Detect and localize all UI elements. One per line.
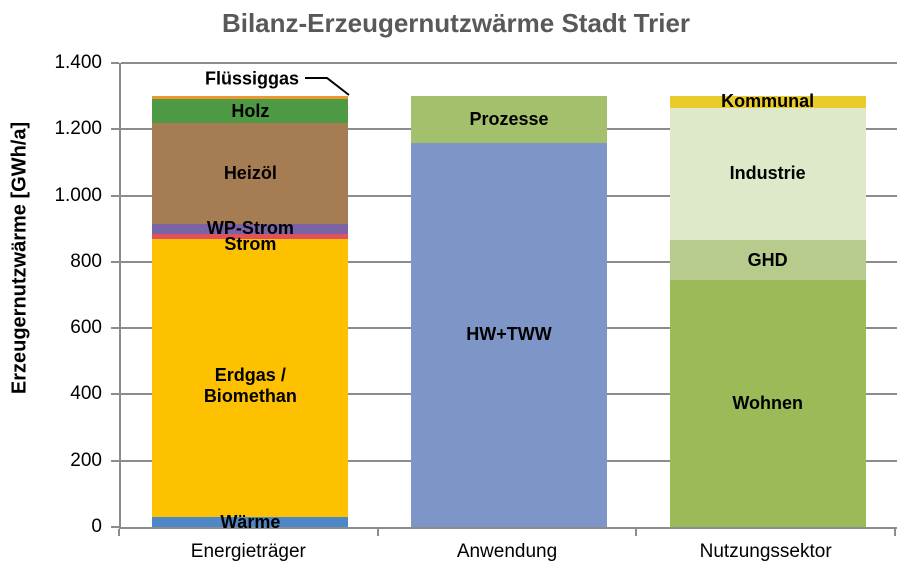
segment-wp-strom: WP-Strom (152, 218, 349, 238)
segment-hw-tww: HW+TWW (411, 142, 607, 527)
x-category-label-energietraeger: Energieträger (190, 541, 306, 562)
y-tick-mark (111, 327, 119, 330)
y-tick-label: 0 (91, 516, 102, 537)
segment-holz: Holz (152, 99, 349, 123)
segment-label-erdgas-biomethan: Erdgas /Biomethan (204, 365, 297, 407)
segment-prozesse: Prozesse (411, 96, 607, 143)
y-tick-label: 1.000 (54, 184, 102, 206)
segment-label-wohnen: Wohnen (732, 393, 803, 414)
segment-label-kommunal: Kommunal (721, 91, 814, 112)
x-tick-mark (118, 529, 120, 536)
y-tick-label: 800 (70, 250, 102, 272)
gridline (121, 62, 897, 64)
segment-label-hw-tww: HW+TWW (466, 324, 551, 345)
segment-ghd: GHD (669, 240, 866, 281)
segment-label-line: Wohnen (732, 393, 803, 413)
x-tick-mark (894, 529, 896, 536)
y-tick-label: 600 (70, 317, 102, 339)
segment-label-line: GHD (747, 249, 788, 270)
segment-label-line: Erdgas / (214, 364, 286, 385)
x-category-label-nutzungssektor: Nutzungssektor (699, 541, 832, 562)
segment-label-industrie: Industrie (730, 163, 806, 184)
segment-label-line: Wärme (220, 511, 281, 532)
segment-label-line: Biomethan (203, 385, 297, 406)
segment-kommunal: Kommunal (669, 91, 866, 111)
chart-title: Bilanz-Erzeugernutzwärme Stadt Trier (221, 8, 691, 38)
bar-nutzungssektor: Wohnen GHD Industrie Kommunal (669, 63, 866, 527)
y-tick-mark (111, 260, 119, 263)
y-tick-label: 400 (70, 383, 102, 405)
y-tick-mark (111, 393, 119, 396)
segment-label-holz: Holz (231, 101, 269, 122)
y-tick-label: 1.200 (54, 118, 102, 140)
segment-label-wp-strom: WP-Strom (207, 218, 294, 239)
segment-label-strom: Strom (224, 234, 276, 255)
x-tick-mark (635, 529, 638, 536)
x-category-label-anwendung: Anwendung (456, 541, 558, 562)
segment-label-line: WP-Strom (206, 218, 294, 239)
segment-label-line: Heizöl (223, 162, 277, 183)
segment-label-line: Prozesse (469, 108, 549, 129)
segment-strom: Strom (152, 234, 349, 254)
segment-label-prozesse: Prozesse (469, 109, 548, 130)
segment-industrie: Industrie (669, 107, 866, 241)
segment-erdgas-biomethan: Erdgas /Biomethan (152, 238, 349, 518)
segment-label-line: Holz (231, 100, 270, 121)
y-tick-mark (111, 526, 119, 528)
segment-label-line: HW+TWW (466, 324, 552, 345)
segment-heizoel: Heizöl (152, 122, 349, 224)
segment-label-line: Strom (224, 233, 277, 254)
segment-label-ghd: GHD (748, 250, 788, 271)
y-tick-label: 200 (70, 449, 102, 471)
segment-fluessiggas (152, 96, 349, 100)
y-tick-label: 1.400 (54, 52, 102, 73)
segment-waerme: Wärme (152, 512, 349, 532)
fluessiggas-callout-line (305, 77, 350, 96)
segment-wohnen: Wohnen (669, 280, 866, 527)
segment-label-heizoel: Heizöl (224, 163, 277, 184)
segment-label-waerme: Wärme (220, 512, 280, 533)
segment-label-line: Industrie (729, 163, 806, 184)
segment-label-fluessiggas: Flüssiggas (204, 68, 300, 89)
y-tick-mark (111, 128, 119, 131)
y-tick-mark (111, 62, 119, 64)
y-tick-mark (111, 194, 119, 197)
bar-anwendung: HW+TWW Prozesse (411, 63, 607, 527)
x-tick-mark (376, 529, 379, 536)
y-tick-mark (111, 459, 119, 462)
segment-label-line: Kommunal (721, 91, 815, 112)
